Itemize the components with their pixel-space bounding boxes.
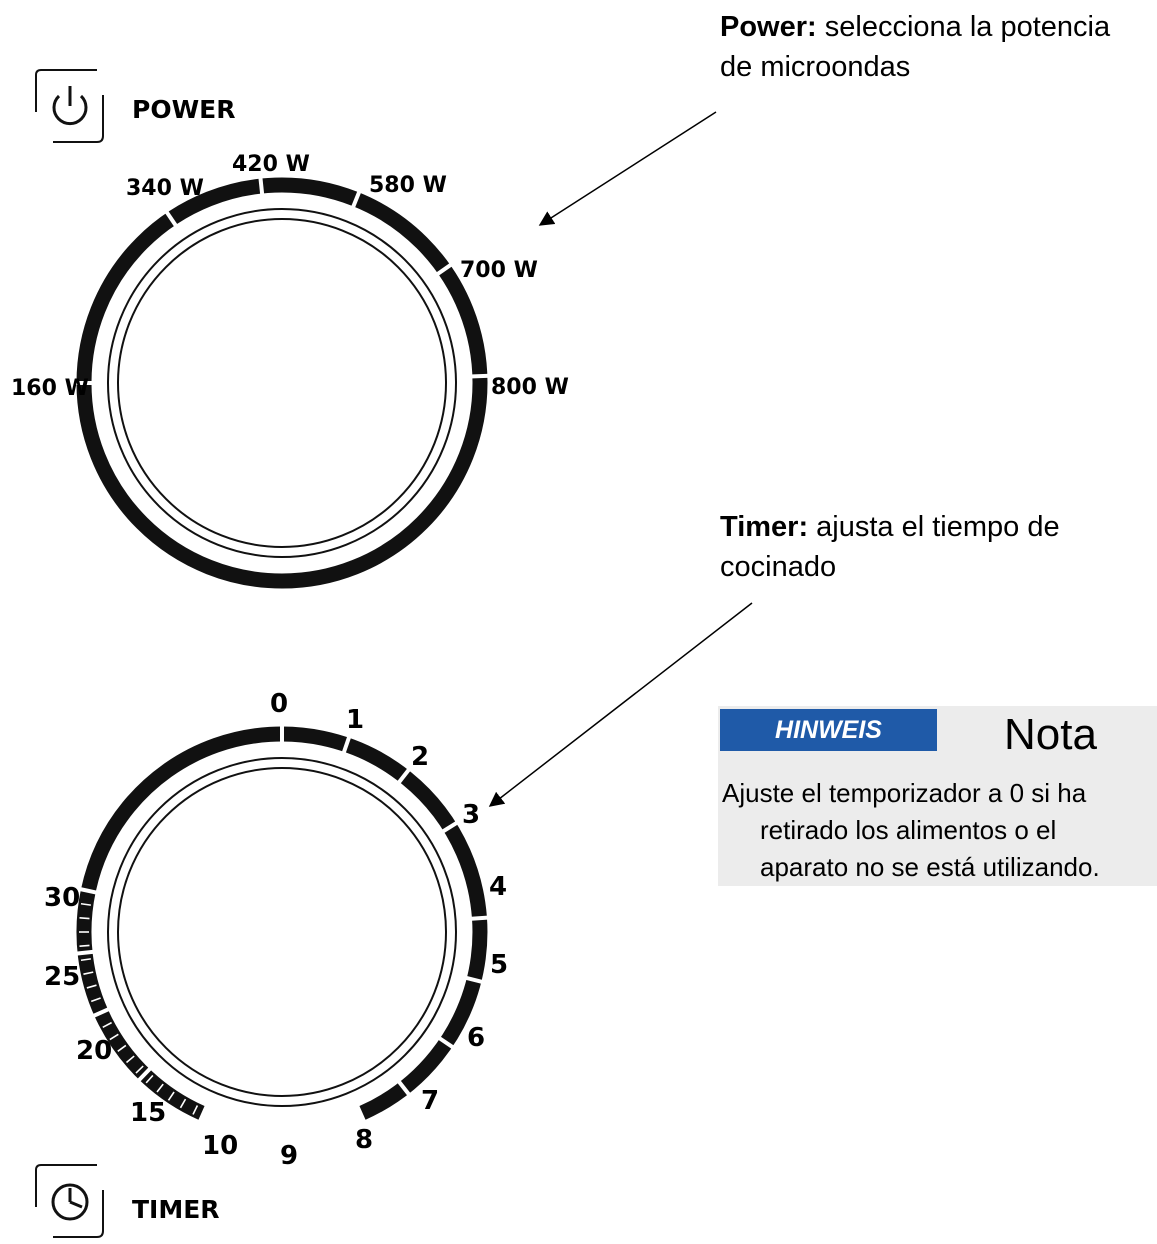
- power-label: POWER: [132, 95, 235, 124]
- timer-fine-tick: [167, 1091, 175, 1101]
- timer-dial-gap-10: [208, 1107, 220, 1129]
- power-annotation-arrow: [538, 111, 717, 226]
- timer-fine-tick: [79, 944, 90, 947]
- power-dial-inner-ring: [107, 208, 457, 558]
- timer-fine-tick: [80, 958, 91, 962]
- timer-tick-15: 15: [130, 1098, 166, 1128]
- timer-dial-gap-9: [286, 1119, 292, 1140]
- timer-tick-30: 30: [44, 883, 80, 913]
- note-text: Ajuste el temporizador a 0 si ha retirad…: [722, 775, 1157, 886]
- power-dial-outer-ring: [76, 177, 488, 589]
- note-line-3: aparato no se está utilizando.: [760, 852, 1100, 882]
- timer-label: TIMER: [132, 1195, 220, 1224]
- power-dial-gap-1: [164, 209, 179, 229]
- power-dial-gap-4: [434, 262, 454, 277]
- timer-tick-0: 0: [270, 689, 288, 719]
- timer-tick-3: 3: [462, 800, 480, 830]
- power-annotation-line1: selecciona la potencia: [816, 11, 1111, 43]
- timer-tick-7: 7: [421, 1086, 439, 1116]
- timer-tick-8: 8: [355, 1125, 373, 1155]
- timer-annotation-line1: ajusta el tiempo de: [808, 511, 1060, 543]
- power-level-800: 800 W: [491, 375, 569, 400]
- timer-fine-tick: [109, 1033, 119, 1041]
- timer-dial-gap-13: [74, 949, 96, 956]
- timer-fine-tick: [125, 1055, 135, 1064]
- timer-dial-gap-3: [440, 820, 460, 835]
- timer-icon: [35, 1164, 104, 1238]
- power-annotation-title: Power:: [720, 11, 817, 43]
- timer-dial-gap-1: [341, 734, 352, 755]
- timer-fine-tick: [135, 1065, 144, 1074]
- timer-tick-20: 20: [76, 1036, 112, 1066]
- timer-fine-tick: [83, 971, 94, 975]
- power-dial[interactable]: [74, 175, 490, 589]
- timer-tick-9: 9: [280, 1141, 298, 1171]
- power-dial-gap-2: [258, 175, 265, 197]
- timer-annotation-line2: cocinado: [720, 551, 837, 583]
- timer-tick-4: 4: [489, 872, 507, 902]
- timer-fine-tick: [156, 1083, 164, 1093]
- power-dial-gap-3: [350, 189, 362, 210]
- timer-dial-gap-12: [91, 1006, 112, 1019]
- power-level-700: 700 W: [460, 258, 538, 283]
- power-icon: [35, 69, 104, 143]
- power-level-160: 160 W: [11, 376, 89, 401]
- timer-tick-6: 6: [467, 1023, 485, 1053]
- timer-fine-tick: [179, 1098, 187, 1109]
- timer-dial[interactable]: [74, 724, 490, 1140]
- timer-fine-tick: [90, 997, 101, 1003]
- power-level-340: 340 W: [126, 176, 204, 201]
- timer-dial-gap-6: [436, 1035, 456, 1050]
- timer-dial-inner-ring: [107, 757, 457, 1107]
- power-level-580: 580 W: [369, 173, 447, 198]
- timer-tick-1: 1: [346, 705, 364, 735]
- timer-tick-5: 5: [490, 950, 508, 980]
- timer-dial-gap-5: [463, 975, 485, 985]
- timer-dial-gap-14: [78, 886, 99, 895]
- note-title: Nota: [1004, 710, 1097, 759]
- timer-fine-tick: [192, 1105, 199, 1115]
- note-line-2: retirado los alimentos o el: [760, 815, 1057, 845]
- timer-annotation-title: Timer:: [720, 511, 809, 543]
- timer-dial-fine-scale: [76, 889, 205, 1120]
- timer-tick-25: 25: [44, 962, 80, 992]
- note-line-1: Ajuste el temporizador a 0 si ha: [722, 778, 1087, 808]
- timer-annotation-arrow: [488, 602, 753, 807]
- timer-dial-gap-2: [396, 766, 412, 786]
- timer-fine-tick: [80, 902, 91, 906]
- power-dial-gap-5: [469, 373, 490, 379]
- timer-tick-2: 2: [411, 742, 429, 772]
- timer-dial-gap-11: [136, 1065, 153, 1084]
- timer-fine-tick: [79, 917, 90, 920]
- note-badge: HINWEIS: [720, 709, 937, 751]
- timer-tick-10: 10: [202, 1131, 238, 1161]
- timer-dial-gap-7: [396, 1078, 412, 1098]
- timer-fine-tick: [117, 1044, 127, 1052]
- timer-fine-tick: [102, 1021, 112, 1029]
- timer-dial-gap-4: [469, 915, 490, 921]
- timer-fine-tick: [86, 984, 97, 989]
- power-annotation: Power: selecciona la potencia de microon…: [720, 7, 1110, 87]
- power-level-420: 420 W: [232, 152, 310, 177]
- timer-dial-gap-8: [344, 1107, 356, 1129]
- power-dial-face: [117, 218, 447, 548]
- timer-annotation: Timer: ajusta el tiempo de cocinado: [720, 507, 1060, 587]
- power-annotation-line2: de microondas: [720, 51, 911, 83]
- timer-dial-face: [117, 767, 447, 1097]
- timer-fine-tick: [145, 1074, 154, 1084]
- timer-dial-outer-ring: [80, 726, 488, 1120]
